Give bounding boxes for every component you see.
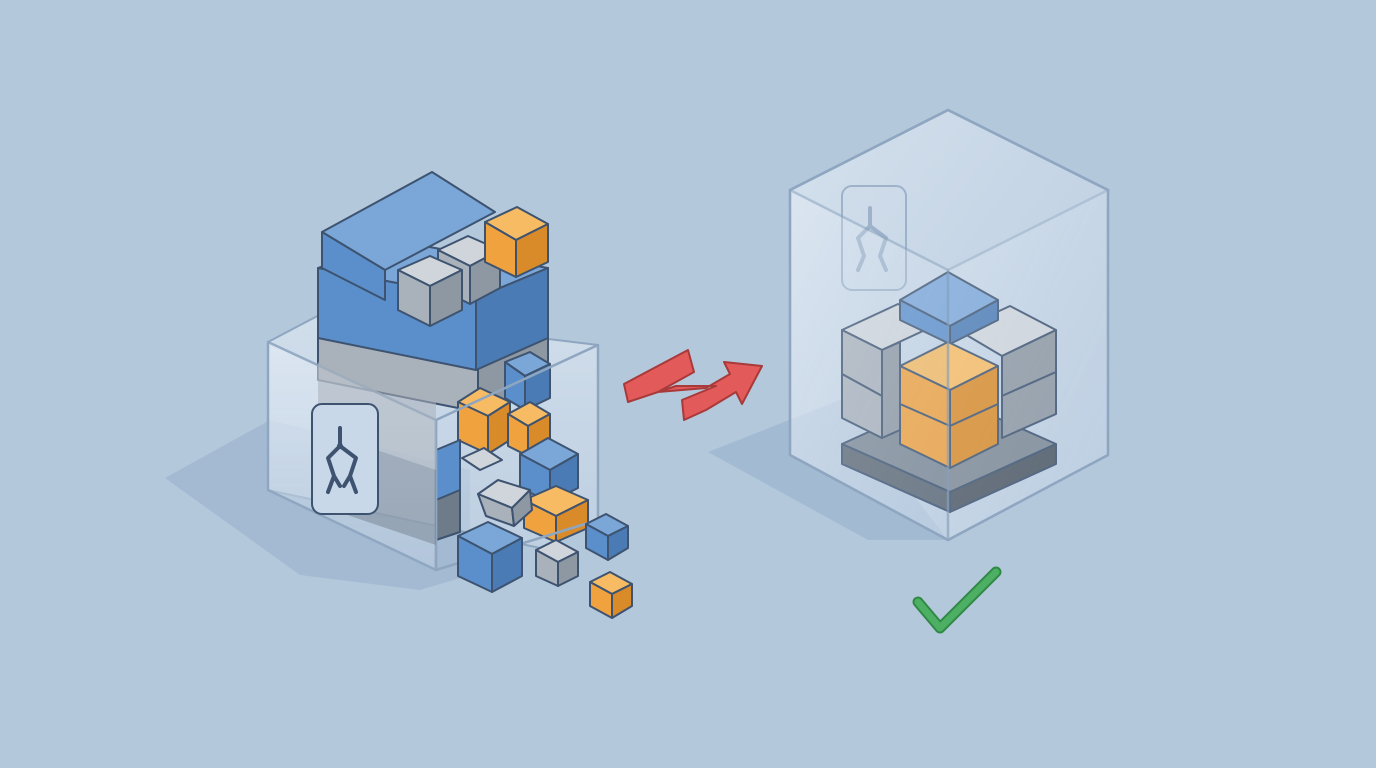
- robotic-gripper-icon: [311, 403, 379, 515]
- top-orange-cube: [484, 206, 549, 278]
- zigzag-arrow-icon: [623, 349, 763, 421]
- slab-blue-upper-front: [321, 231, 386, 301]
- right-container-side: [946, 188, 1110, 542]
- left-panel-disorganized-stack: [165, 171, 633, 619]
- loose-cubes: [457, 513, 633, 619]
- top-gray-cubes: [397, 235, 501, 327]
- slab-blue-side: [475, 267, 549, 371]
- jumbled-cubes: [435, 351, 589, 543]
- right-panel-organized: [708, 108, 1110, 542]
- checkmark-icon: [912, 566, 1002, 634]
